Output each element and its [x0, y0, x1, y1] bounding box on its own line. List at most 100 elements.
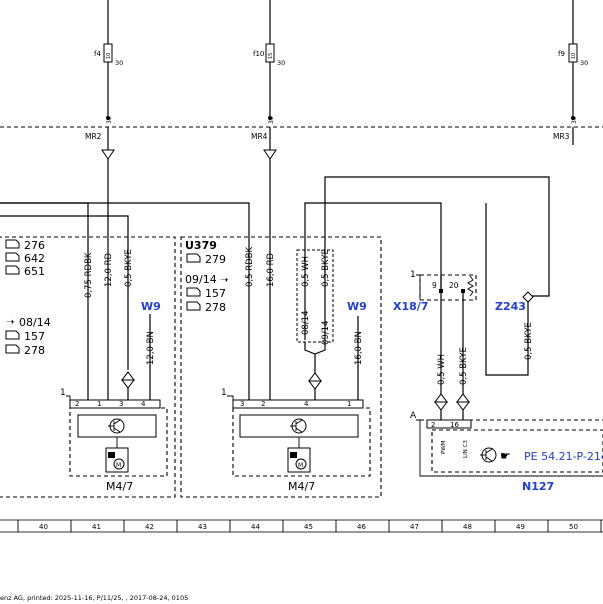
splice-icon [456, 393, 470, 411]
arrow-right-icon: ➝ [6, 317, 14, 328]
wire-label: 0,5 BKYE [124, 249, 134, 287]
engine-code: 642 [24, 252, 45, 265]
arrow-down-icon [101, 149, 115, 160]
ref-z243: Z243 [495, 300, 526, 313]
wire-label: 12,0 BN [146, 331, 156, 365]
svg-text:43: 43 [198, 523, 207, 531]
pin-name: LIN C3 [463, 440, 469, 458]
pin-label: 2 [431, 421, 435, 429]
fuse-rating: 10 [571, 53, 577, 59]
component-m47-a: 1 2 1 3 4 M M4/7 [60, 388, 168, 493]
splice-icon [121, 371, 135, 389]
arrow-right-icon: ➝ [220, 275, 228, 286]
pin-label: 16 [450, 421, 459, 429]
wire-label: 0,5 WH [437, 354, 447, 385]
fuse-pin: 30 [115, 59, 123, 67]
component-label: M4/7 [288, 480, 315, 493]
engine-icon [5, 239, 20, 249]
svg-text:41: 41 [92, 523, 101, 531]
connector-x18-7: 1 9 20 X18/7 [393, 270, 477, 313]
ref-w9: W9 [141, 300, 161, 313]
fuse-f9: f9 10 30 30 [558, 0, 588, 124]
splice-diamond-icon [522, 291, 534, 303]
pin-label: 9 [432, 281, 437, 290]
block-title: U379 [185, 239, 217, 252]
engine-icon [186, 253, 201, 263]
ref-w9: W9 [347, 300, 367, 313]
fuse-f10: f10 15 30 30 [253, 0, 285, 124]
fuse-pin: 30 [277, 59, 285, 67]
splice-icon [434, 393, 448, 411]
pin-label: 3 [240, 400, 244, 408]
engine-code: 276 [24, 239, 45, 252]
splice-icon [308, 372, 322, 390]
svg-text:1: 1 [410, 270, 416, 280]
wire-label: 16,0 BN [354, 331, 364, 365]
svg-text:M: M [116, 462, 121, 469]
pin-label: 4 [141, 400, 146, 408]
pin-label: 3 [119, 400, 123, 408]
wire-label: 0,5 BKYE [524, 322, 534, 360]
svg-text:1: 1 [60, 388, 66, 398]
left-variant-block [0, 236, 176, 498]
pin-label: 2 [261, 400, 265, 408]
pointing-hand-icon[interactable]: ☛ [500, 449, 511, 463]
component-m47-b: 1 3 2 4 1 M M4/7 [221, 388, 371, 493]
ground-mr3: MR3 [553, 132, 570, 141]
pin-label: 1 [97, 400, 101, 408]
variant-code: 157 [24, 330, 45, 343]
wire-label: 0,5 RDBK [245, 246, 255, 287]
pin-label: 4 [304, 400, 309, 408]
pin-label: 1 [347, 400, 351, 408]
svg-text:44: 44 [251, 523, 260, 531]
footer-text: enz AG, printed: 2025-11-16, P/11/25, , … [0, 594, 188, 602]
pin-label: 2 [75, 400, 79, 408]
svg-text:50: 50 [569, 523, 578, 531]
fuse-rating: 15 [268, 53, 274, 59]
engine-code: 279 [205, 253, 226, 266]
fuse-bottom-pin: 30 [106, 116, 113, 124]
svg-text:40: 40 [39, 523, 48, 531]
ground-mr2: MR2 [85, 132, 102, 141]
svg-text:46: 46 [357, 523, 366, 531]
svg-text:M: M [298, 462, 303, 469]
ground-mr4: MR4 [251, 132, 268, 141]
ref-pe[interactable]: PE 54.21-P-214 [524, 450, 603, 463]
component-n127: A 2 16 PWM LIN C3 ☛ PE 54.21-P-214 N127 [410, 411, 603, 493]
fuse-label: f9 [558, 50, 565, 58]
svg-text:A: A [410, 411, 417, 421]
motor-icon [295, 458, 307, 470]
svg-text:48: 48 [463, 523, 472, 531]
engine-code: 651 [24, 265, 45, 278]
fuse-bottom-pin: 30 [268, 116, 275, 124]
fuse-bottom-pin: 30 [571, 116, 578, 124]
wire-label: 0,5 WH [301, 256, 311, 287]
fuse-f4: f4 10 30 30 [94, 0, 123, 124]
fuse-label: f10 [253, 50, 264, 58]
svg-text:42: 42 [145, 523, 154, 531]
wire-label: 0,5 BKYE [459, 347, 469, 385]
svg-text:1: 1 [221, 388, 227, 398]
variant-code: 278 [205, 301, 226, 314]
variant-code: 278 [24, 344, 45, 357]
grid-ruler: 40 41 42 43 44 45 46 47 48 49 50 [0, 519, 603, 533]
arrow-down-icon [263, 149, 277, 160]
variant-date: 08/14 [19, 316, 51, 329]
date-label: 09/14 [321, 321, 331, 346]
svg-text:45: 45 [304, 523, 313, 531]
wire-label: 0,5 BKYE [321, 249, 331, 287]
date-label: 08/14 [301, 311, 311, 336]
component-label: M4/7 [106, 480, 133, 493]
variant-date: 09/14 [185, 273, 217, 286]
fuse-pin: 30 [580, 59, 588, 67]
mid-variant-block [180, 236, 382, 498]
wire-label: 0,75 RDBK [84, 252, 94, 298]
ref-x18-7: X18/7 [393, 300, 428, 313]
fuse-rating: 10 [106, 53, 112, 59]
wire-label: 16,0 RD [266, 252, 276, 287]
component-label: N127 [522, 480, 554, 493]
wire-label: 12,0 RD [104, 252, 114, 287]
pin-name: PWM [441, 440, 447, 454]
svg-text:49: 49 [516, 523, 525, 531]
